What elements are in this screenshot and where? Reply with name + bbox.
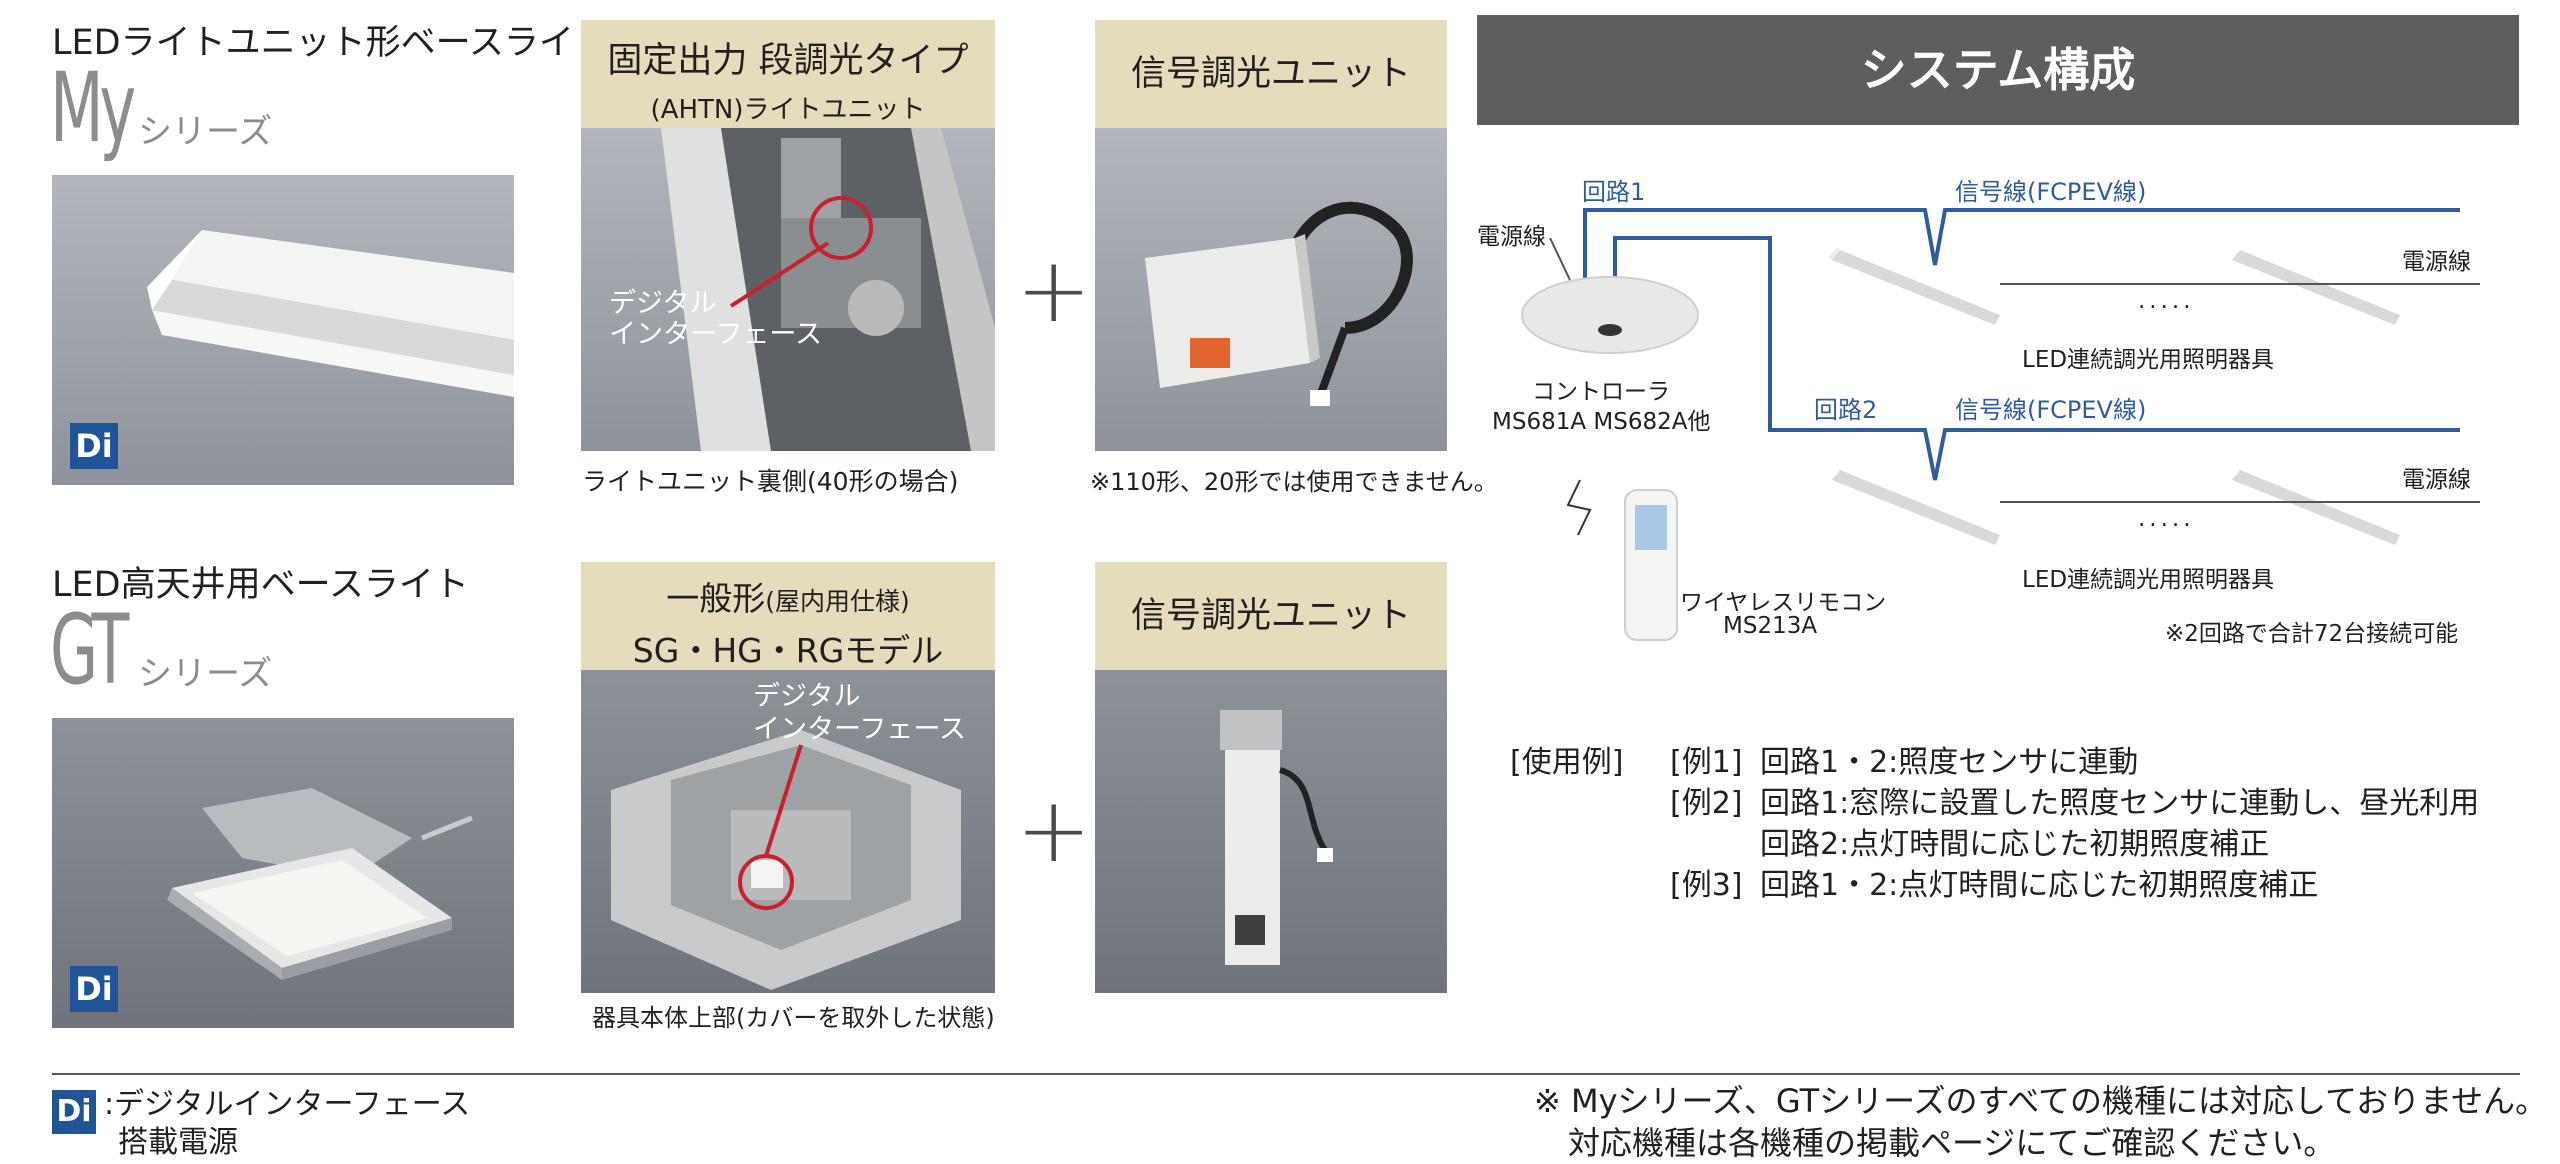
panel4-photo — [1095, 670, 1447, 993]
panel3-header: 一般形(屋内用仕様) SG・HG・RGモデル — [581, 562, 995, 670]
gt-series-subtitle: LED高天井用ベースライト — [52, 565, 469, 605]
callout-line2: インターフェース — [609, 319, 823, 350]
footnote: ※ Myシリーズ、GTシリーズのすべての機種には対応しておりません。 対応機種は… — [1534, 1080, 2547, 1164]
usage-example-tag: [例1] — [1670, 745, 1743, 780]
callout-line1: デジタル — [753, 681, 861, 712]
system-diagram — [1521, 208, 2480, 641]
di-legend-line2: 搭載電源 — [118, 1125, 238, 1160]
panel3-title-small: (屋内用仕様) — [765, 587, 910, 616]
usage-example-text: 回路1:窓際に設置した照度センサに連動し、昼光利用 — [1760, 786, 2480, 821]
panel3-title-line1: 一般形(屋内用仕様) — [581, 562, 995, 620]
usage-example-tag: [例3] — [1670, 868, 1743, 903]
continuation-dots: ..... — [2138, 506, 2195, 532]
footnote-line2: 対応機種は各機種の掲載ページにてご確認ください。 — [1568, 1124, 2336, 1162]
fixture-top-image — [611, 730, 961, 990]
panel4-title: 信号調光ユニット — [1130, 596, 1411, 636]
power-line-label: 電源線 — [2402, 249, 2471, 275]
plus-sign: + — [1016, 778, 1092, 883]
system-title-bar: システム構成 — [1477, 15, 2519, 125]
continuation-dots: ..... — [2138, 288, 2195, 314]
circuit2-label: 回路2 — [1814, 396, 1878, 424]
gt-series-logo: GT — [50, 594, 129, 706]
panel3-subtitle: SG・HG・RGモデル — [632, 631, 944, 670]
panel4-header: 信号調光ユニット — [1095, 562, 1447, 670]
signal-line2-label: 信号線(FCPEV線) — [1955, 396, 2147, 424]
controller-models: MS681A MS682A他 — [1492, 409, 1711, 435]
callout-line2: インターフェース — [753, 714, 967, 745]
panel2-caption: ※110形、20形では使用できません。 — [1090, 468, 1498, 496]
panel1-photo: デジタル インターフェース — [581, 128, 995, 451]
my-series-photo: Di — [52, 175, 514, 485]
gt-fixture-image — [167, 788, 473, 980]
panel3-title: 一般形 — [666, 579, 766, 618]
connect-note: ※2回路で合計72台接続可能 — [2165, 621, 2459, 647]
usage-example-text: 回路1・2:照度センサに連動 — [1760, 745, 2139, 780]
usage-heading: [使用例] — [1510, 745, 1624, 780]
panel1-subtitle: (AHTN)ライトユニット — [650, 95, 926, 125]
footer-divider — [52, 1073, 2520, 1075]
controller-name: コントローラ — [1532, 379, 1670, 405]
signal-line1-label: 信号線(FCPEV線) — [1955, 178, 2147, 206]
signal-dimming-unit-gt-image — [1220, 710, 1333, 965]
my-fixture-image — [147, 230, 514, 397]
panel2-title: 信号調光ユニット — [1130, 54, 1411, 94]
signal-dimming-unit-image — [1145, 201, 1413, 406]
usage-example-text: 回路2:点灯時間に応じた初期照度補正 — [1760, 827, 2270, 862]
callout-line1: デジタル — [609, 288, 717, 319]
di-badge: Di — [52, 1090, 96, 1134]
gt-series-suffix: シリーズ — [138, 654, 273, 694]
panel1-caption: ライトユニット裏側(40形の場合) — [582, 467, 959, 496]
usage-example-text: 回路1・2:点灯時間に応じた初期照度補正 — [1760, 868, 2319, 903]
plus-sign: + — [1016, 238, 1092, 343]
usage-example-tag: [例2] — [1670, 786, 1743, 821]
remote-model: MS213A — [1723, 613, 1818, 639]
di-badge: Di — [70, 966, 118, 1012]
my-series-suffix: シリーズ — [138, 112, 273, 152]
di-badge: Di — [70, 423, 118, 469]
panel2-header: 信号調光ユニット — [1095, 20, 1447, 128]
panel2-photo — [1095, 128, 1447, 451]
gt-series-photo: Di — [52, 718, 514, 1028]
circuit1-label: 回路1 — [1582, 178, 1646, 206]
my-series-subtitle: LEDライトユニット形ベースライト — [52, 23, 609, 63]
di-legend: :デジタルインターフェース 搭載電源 — [104, 1086, 470, 1162]
my-series-logo: My — [50, 52, 136, 164]
di-legend-line1: :デジタルインターフェース — [104, 1087, 471, 1122]
fixture-label: LED連続調光用照明器具 — [2022, 347, 2275, 373]
fixture-label: LED連続調光用照明器具 — [2022, 567, 2275, 593]
panel3-photo: デジタル インターフェース — [581, 670, 995, 993]
light-unit-back-image — [661, 128, 995, 451]
panel1-header: 固定出力 段調光タイプ (AHTN)ライトユニット — [581, 20, 995, 128]
panel1-callout: デジタル インターフェース — [609, 288, 822, 350]
panel1-title: 固定出力 段調光タイプ — [607, 41, 969, 81]
remote-name: ワイヤレスリモコン — [1680, 590, 1887, 616]
power-line-label: 電源線 — [2402, 467, 2471, 493]
panel3-callout: デジタル インターフェース — [753, 680, 966, 746]
panel3-caption: 器具本体上部(カバーを取外した状態) — [592, 1004, 995, 1032]
power-line-label: 電源線 — [1477, 224, 1546, 250]
footnote-line1: ※ Myシリーズ、GTシリーズのすべての機種には対応しておりません。 — [1534, 1082, 2548, 1120]
